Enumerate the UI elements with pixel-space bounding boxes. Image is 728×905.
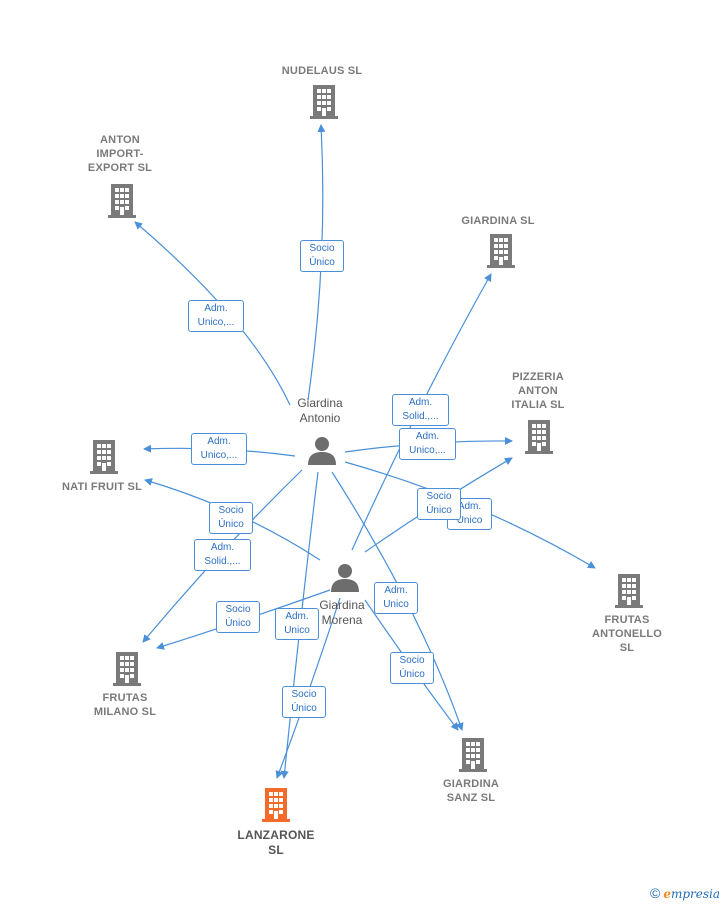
label-line: LANZARONE [237,828,315,842]
label-line: Giardina [319,598,365,612]
label-line: GIARDINA [443,778,499,790]
label-line: Unico [456,515,483,526]
company-label-frutas-antonello[interactable]: FRUTAS ANTONELLO SL [567,613,687,655]
building-icon-anton-import[interactable] [108,184,136,218]
company-label-lanzarone[interactable]: LANZARONE SL [216,828,336,858]
label-line: Único [218,519,244,530]
building-icon-frutas-milano[interactable] [113,652,141,686]
label-line: Socio [399,655,425,666]
building-icon-giardina-sl[interactable] [487,234,515,268]
label-line: Socio [309,243,335,254]
brand-name: mpresia [670,887,721,901]
label-line: GIARDINA SL [461,215,535,227]
copyright-icon: © [650,885,661,901]
label-line: Solid.,... [402,411,439,422]
label-line: SANZ SL [446,792,496,804]
label-line: Unico [383,599,409,610]
building-icon-giardina-sanz[interactable] [459,738,487,772]
label-line: Socio [291,689,317,700]
company-label-nati-fruit[interactable]: NATI FRUIT SL [42,480,162,494]
edge-label-adm-unico[interactable]: Adm. Unico,... [191,433,247,465]
edge-label-socio-unico[interactable]: Socio Único [216,601,260,633]
label-line: ANTONELLO [591,628,663,640]
label-line: Adm. [384,585,408,596]
label-line: Adm. [457,501,482,512]
company-label-giardina-sanz[interactable]: GIARDINA SANZ SL [411,777,531,805]
company-label-nudelaus[interactable]: NUDELAUS SL [262,64,382,78]
label-line: ANTON [518,385,558,397]
building-icon-nati-fruit[interactable] [90,440,118,474]
edge-label-adm-solid[interactable]: Adm. Solid.,... [194,539,251,571]
label-line: NUDELAUS SL [281,65,363,77]
building-icon-frutas-antonello[interactable] [615,574,643,608]
building-icon-nudelaus[interactable] [310,85,338,119]
label-line: Único [309,257,335,268]
edge-label-adm-unico[interactable]: Adm. Unico,... [188,300,244,332]
edge-label-socio-unico[interactable]: Socio Único [209,502,253,534]
label-line: Unico,... [200,450,238,461]
label-line: Adm. [408,397,433,408]
label-line: Único [426,505,452,516]
label-line: SL [268,843,284,857]
edge-label-socio-unico[interactable]: Socio Único [417,488,461,520]
label-line: NATI FRUIT SL [62,481,142,493]
label-line: IMPORT- [96,148,144,160]
label-line: Solid.,... [204,556,241,567]
label-line: FRUTAS [102,692,148,704]
label-line: MILANO SL [93,706,157,718]
building-icon-pizzeria[interactable] [525,420,553,454]
company-label-pizzeria[interactable]: PIZZERIA ANTON ITALIA SL [478,370,598,412]
label-line: Socio [218,505,244,516]
label-line: Adm. [210,542,235,553]
label-line: Único [291,703,317,714]
label-line: ITALIA SL [511,399,565,411]
edge-label-adm-unico[interactable]: Adm. Unico [275,608,319,640]
label-line: Unico [284,625,310,636]
label-line: EXPORT SL [87,162,153,174]
edge-label-adm-unico[interactable]: Adm. Unico,... [399,428,456,460]
edge-label-socio-unico[interactable]: Socio Único [300,240,344,272]
label-line: SL [619,642,635,654]
person-label-antonio[interactable]: Giardina Antonio [275,396,365,426]
building-icon-lanzarone[interactable] [262,788,290,822]
company-label-frutas-milano[interactable]: FRUTAS MILANO SL [65,691,185,719]
brand-logo[interactable]: ©empresia [650,885,720,901]
edge-label-socio-unico[interactable]: Socio Único [282,686,326,718]
label-line: Socio [426,491,452,502]
label-line: Giardina [297,396,343,410]
label-line: Unico,... [409,445,446,456]
person-label-morena[interactable]: Giardina Morena [297,598,387,628]
label-line: Único [225,618,251,629]
edge-label-adm-solid[interactable]: Adm. Solid.,... [392,394,449,426]
label-line: Único [399,669,425,680]
edge-label-socio-unico[interactable]: Socio Único [390,652,434,684]
edge-label-adm-unico[interactable]: Adm. Unico [374,582,418,614]
label-line: ANTON [100,134,140,146]
label-line: PIZZERIA [512,371,564,383]
label-line: Unico,... [197,317,235,328]
label-line: Socio [225,604,251,615]
company-label-giardina-sl[interactable]: GIARDINA SL [438,214,558,228]
label-line: Adm. [415,431,440,442]
brand-initial: e [663,887,671,901]
company-label-anton-import[interactable]: ANTON IMPORT- EXPORT SL [60,133,180,175]
person-icon-layer [308,437,359,592]
label-line: Morena [321,613,363,627]
person-icon-antonio[interactable] [308,437,336,465]
label-line: Antonio [299,411,341,425]
label-line: Adm. [285,611,309,622]
person-icon-morena[interactable] [331,564,359,592]
label-line: FRUTAS [604,614,650,626]
label-line: Adm. [204,303,228,314]
label-line: Adm. [207,436,231,447]
